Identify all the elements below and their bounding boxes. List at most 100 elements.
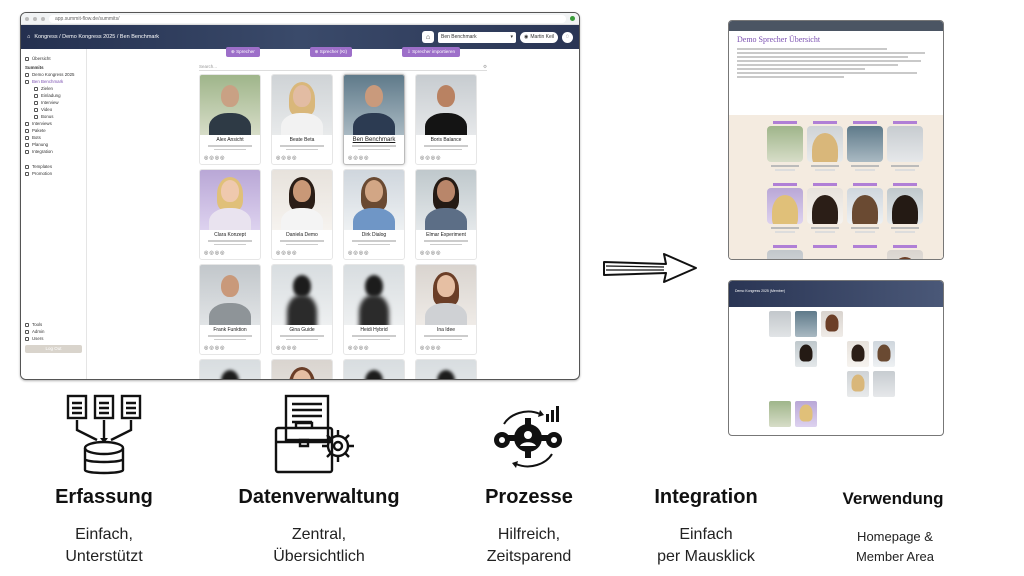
member-speaker-card[interactable] [847, 311, 869, 337]
speaker-status-icons[interactable]: ◎◎◎◎ [420, 250, 442, 256]
speaker-status-icons[interactable]: ◎◎◎◎ [276, 250, 298, 256]
preview-speaker-card[interactable] [807, 183, 843, 241]
sidebar-item-users[interactable]: Users [25, 335, 82, 342]
member-speaker-card[interactable] [899, 311, 921, 337]
speaker-card[interactable] [199, 359, 261, 379]
speaker-card[interactable]: Ben Benchmark◎◎◎◎ [343, 74, 405, 165]
member-speaker-card[interactable] [899, 341, 921, 367]
speaker-card[interactable]: Gina Guide◎◎◎◎ [271, 264, 333, 355]
add-speaker-ai-button[interactable]: ⊕ Sprecher (KI) [309, 47, 353, 57]
reload-icon[interactable] [41, 16, 45, 21]
member-speaker-card[interactable] [795, 341, 817, 367]
sidebar-item-planung[interactable]: Planung [25, 141, 82, 148]
preview-speaker-card[interactable] [847, 183, 883, 241]
sidebar-item-admin[interactable]: Admin [25, 328, 82, 335]
member-speaker-card[interactable] [821, 371, 843, 397]
member-speaker-card[interactable] [821, 311, 843, 337]
speaker-status-icons[interactable]: ◎◎◎◎ [348, 155, 370, 161]
member-speaker-card[interactable] [769, 371, 791, 397]
feature-title-datenverwaltung: Datenverwaltung [238, 486, 400, 508]
speaker-card[interactable]: Daniela Demo◎◎◎◎ [271, 169, 333, 260]
house-button[interactable]: ⌂ [422, 31, 434, 43]
speaker-status-icons[interactable]: ◎◎◎◎ [420, 345, 442, 351]
speaker-card[interactable]: Alex Ansicht◎◎◎◎ [199, 74, 261, 165]
sidebar-item-promotion[interactable]: Promotion [25, 170, 82, 177]
member-speaker-card[interactable] [847, 401, 869, 427]
preview-speaker-card[interactable] [847, 121, 883, 179]
preview-speaker-card[interactable] [807, 245, 843, 259]
speaker-card[interactable]: Beate Beta◎◎◎◎ [271, 74, 333, 165]
member-speaker-card[interactable] [821, 401, 843, 427]
extension-icon[interactable] [570, 16, 575, 21]
sidebar-sub-item[interactable]: Zielen [25, 85, 82, 92]
speaker-status-icons[interactable]: ◎◎◎◎ [276, 155, 298, 161]
sidebar-sub-item[interactable]: Bonus [25, 113, 82, 120]
preview-speaker-card[interactable] [767, 183, 803, 241]
preview-speaker-card[interactable] [767, 245, 803, 259]
back-icon[interactable] [25, 16, 29, 21]
logout-button[interactable]: Log Out [25, 345, 82, 353]
speaker-select[interactable]: Ben Benchmark▾ [438, 31, 516, 43]
speaker-card[interactable] [415, 359, 477, 379]
speaker-card[interactable]: Frank Funktion◎◎◎◎ [199, 264, 261, 355]
member-speaker-card[interactable] [873, 311, 895, 337]
member-speaker-card[interactable] [795, 371, 817, 397]
address-bar[interactable]: app.summit-flow.de/summits/ [49, 14, 566, 23]
speaker-status-icons[interactable]: ◎◎◎◎ [204, 345, 226, 351]
forward-icon[interactable] [33, 16, 37, 21]
preview-speaker-card[interactable] [767, 121, 803, 179]
member-speaker-card[interactable] [769, 311, 791, 337]
member-speaker-card[interactable] [795, 311, 817, 337]
speaker-status-icons[interactable]: ◎◎◎◎ [204, 250, 226, 256]
speaker-status-icons[interactable]: ◎◎◎◎ [348, 345, 370, 351]
search-input[interactable]: Search... ⚙ [199, 63, 487, 71]
member-speaker-card[interactable] [899, 401, 921, 427]
home-icon[interactable]: ⌂ [27, 34, 31, 40]
sidebar-item-tools[interactable]: Tools [25, 321, 82, 328]
speaker-card[interactable]: Elmar Experiment◎◎◎◎ [415, 169, 477, 260]
sidebar-item-integration[interactable]: Integration [25, 148, 82, 155]
sidebar-item-interviews[interactable]: Interviews [25, 120, 82, 127]
chat-icon[interactable]: ◌ [562, 31, 573, 43]
sidebar-sub-item[interactable]: Einladung [25, 92, 82, 99]
speaker-status-icons[interactable]: ◎◎◎◎ [420, 155, 442, 161]
speaker-status-icons[interactable]: ◎◎◎◎ [204, 155, 226, 161]
import-speaker-button[interactable]: ⇩ Sprecher importieren [401, 47, 461, 57]
breadcrumb[interactable]: Kongress / Demo Kongress 2025 / Ben Benc… [34, 34, 160, 40]
sidebar-item-pakete[interactable]: Pakete [25, 127, 82, 134]
user-menu[interactable]: ◉Martin Keil [520, 31, 558, 43]
member-speaker-card[interactable] [847, 341, 869, 367]
speaker-card[interactable]: Dirk Dialog◎◎◎◎ [343, 169, 405, 260]
member-speaker-card[interactable] [795, 401, 817, 427]
sidebar-item-summit[interactable]: Demo Kongress 2025 [25, 71, 82, 78]
sidebar-sub-item[interactable]: Video [25, 106, 82, 113]
speaker-card[interactable]: Boris Balance◎◎◎◎ [415, 74, 477, 165]
member-speaker-card[interactable] [821, 341, 843, 367]
speaker-card[interactable]: Heidi Hybrid◎◎◎◎ [343, 264, 405, 355]
member-speaker-card[interactable] [847, 371, 869, 397]
sidebar-item-overview[interactable]: Übersicht [25, 55, 82, 62]
add-speaker-button[interactable]: ⊕ Sprecher [225, 47, 260, 57]
preview-speaker-card[interactable] [887, 183, 923, 241]
sidebar-item-bots[interactable]: Bots [25, 134, 82, 141]
preview-speaker-card[interactable] [807, 121, 843, 179]
member-speaker-card[interactable] [899, 371, 921, 397]
sidebar-item-speaker[interactable]: Ben Benchmark [25, 78, 82, 85]
preview-speaker-card[interactable] [887, 121, 923, 179]
preview-speaker-card[interactable] [887, 245, 923, 259]
member-speaker-card[interactable] [873, 341, 895, 367]
speaker-card[interactable] [343, 359, 405, 379]
speaker-card[interactable]: Clara Konzept◎◎◎◎ [199, 169, 261, 260]
speaker-card[interactable] [271, 359, 333, 379]
member-speaker-card[interactable] [769, 341, 791, 367]
member-speaker-card[interactable] [769, 401, 791, 427]
sidebar-item-templates[interactable]: Templates [25, 163, 82, 170]
speaker-status-icons[interactable]: ◎◎◎◎ [348, 250, 370, 256]
speaker-card[interactable]: Ina Idee◎◎◎◎ [415, 264, 477, 355]
settings-icon[interactable]: ⚙ [482, 64, 487, 69]
member-speaker-card[interactable] [873, 371, 895, 397]
member-speaker-card[interactable] [873, 401, 895, 427]
speaker-status-icons[interactable]: ◎◎◎◎ [276, 345, 298, 351]
preview-speaker-card[interactable] [847, 245, 883, 259]
sidebar-sub-item[interactable]: Interview [25, 99, 82, 106]
